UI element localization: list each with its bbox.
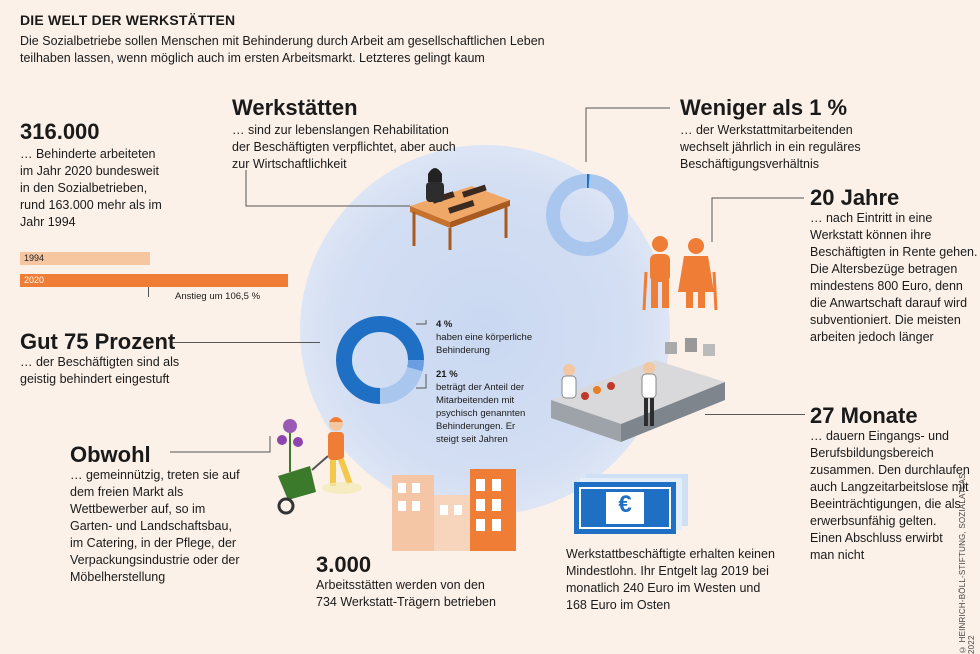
- staetten-heading: 3.000: [316, 552, 372, 577]
- prozent-note-1: 4 % haben eine körperliche Behinderung: [436, 318, 546, 357]
- monate-text: … dauern Eingangs- und Berufsbildungsber…: [810, 429, 970, 562]
- prozent-donut: [336, 316, 424, 404]
- weniger-donut: [546, 174, 628, 256]
- count-bar-chart: 1994 2020 Anstieg um 106,5 %: [20, 252, 290, 302]
- page-subtitle: Die Sozialbetriebe sollen Menschen mit B…: [20, 34, 545, 65]
- prozent-heading: Gut 75 Prozent: [20, 329, 176, 354]
- bar-2020: 2020: [20, 274, 288, 287]
- werkstaetten-heading: Werkstätten: [232, 95, 358, 120]
- euro-icon: €: [618, 491, 632, 518]
- buildings-illustration: [392, 469, 516, 551]
- note2-heading: 21 %: [436, 369, 458, 380]
- elderly-couple-illustration: [642, 236, 718, 311]
- woodwork-illustration: [410, 168, 510, 250]
- jahre-heading: 20 Jahre: [810, 185, 900, 210]
- bar-label-1994: 1994: [24, 253, 45, 263]
- jahre-text: … nach Eintritt in eine Werkstatt können…: [810, 211, 978, 344]
- obwohl-text: … gemeinnützig, treten sie auf dem freie…: [70, 468, 240, 584]
- weniger-leader: [585, 107, 670, 162]
- increase-tick: [148, 287, 149, 297]
- count-text: … Behinderte arbeiteten im Jahr 2020 bun…: [20, 147, 162, 229]
- monate-leader: [705, 414, 805, 415]
- obwohl-heading: Obwohl: [70, 442, 151, 467]
- weniger-heading: Weniger als 1 %: [680, 95, 848, 120]
- bar-label-2020: 2020: [24, 275, 45, 285]
- lohn-text: Werkstattbeschäftigte erhalten keinen Mi…: [566, 547, 775, 612]
- note2-text: beträgt der Anteil der Mitarbeitenden mi…: [436, 382, 526, 445]
- banknote-illustration: [574, 474, 688, 534]
- weniger-donut-slice: [546, 174, 628, 256]
- obwohl-leader: [170, 436, 271, 453]
- weniger-text: … der Werkstattmitarbeitenden wechselt j…: [680, 123, 861, 171]
- donut-slice-2: [336, 316, 424, 404]
- catering-illustration: [551, 338, 725, 442]
- note1-text: haben eine körperliche Behinderung: [436, 332, 533, 356]
- prozent-note-brackets: [416, 320, 427, 389]
- bar-1994: 1994: [20, 252, 150, 265]
- werkstaetten-text: … sind zur lebenslangen Rehabilitation d…: [232, 123, 456, 171]
- credit: © HEINRICH-BÖLL-STIFTUNG, SOZIALATLAS 20…: [958, 473, 976, 654]
- page-title: DIE WELT DER WERKSTÄTTEN: [20, 12, 236, 28]
- monate-heading: 27 Monate: [810, 403, 918, 428]
- prozent-leader: [172, 342, 320, 343]
- note1-heading: 4 %: [436, 319, 453, 330]
- prozent-note-2: 21 % beträgt der Anteil der Mitarbeitend…: [436, 368, 536, 446]
- prozent-text: … der Beschäftigten sind als geistig beh…: [20, 355, 180, 386]
- staetten-text: Arbeitsstätten werden von den 734 Werkst…: [316, 578, 496, 609]
- count-heading: 316.000: [20, 119, 100, 144]
- werkstaetten-leader: [245, 170, 410, 207]
- increase-label: Anstieg um 106,5 %: [175, 291, 261, 302]
- jahre-leader: [711, 197, 804, 242]
- gardener-illustration: [277, 417, 362, 515]
